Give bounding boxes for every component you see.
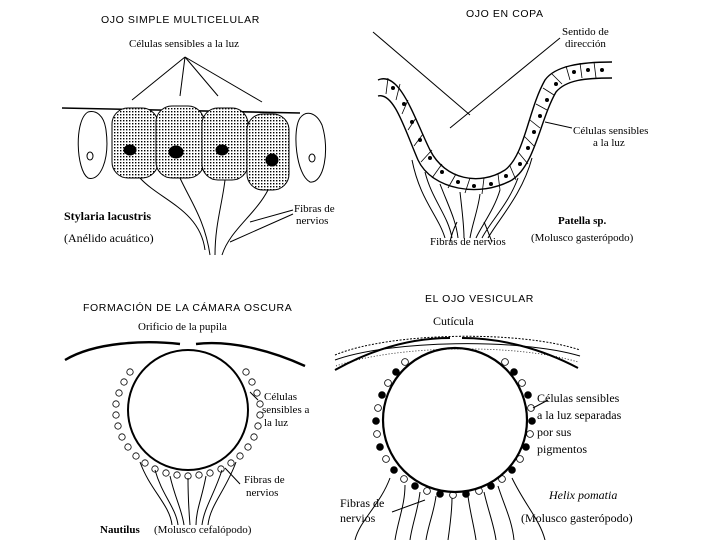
vesicular-eye-nerves-1: Fibras de: [340, 496, 385, 510]
simple-eye-drawing: [61, 56, 327, 256]
simple-eye-title: OJO SIMPLE MULTICELULAR: [101, 14, 260, 26]
cup-eye-title: OJO EN COPA: [466, 8, 544, 20]
cup-eye-cells-1: Células sensibles: [573, 125, 649, 137]
camera-eye-cells-1: Células: [264, 391, 297, 403]
camera-eye-cells-2: sensibles a: [262, 404, 310, 416]
cup-eye-species: Patella sp.: [558, 215, 607, 227]
camera-eye-cells-3: la luz: [264, 417, 289, 429]
vesicular-eye-species: Helix pomatia: [549, 488, 618, 502]
camera-eye-nerves-1: Fibras de: [244, 474, 285, 486]
vesicular-eye-cells-2: a la luz separadas: [537, 408, 622, 422]
vesicular-eye-nerves-2: nervios: [340, 511, 376, 525]
vesicular-eye-cells-1: Células sensibles: [537, 391, 620, 405]
vesicular-eye-drawing: [334, 335, 581, 540]
vesicular-eye-group: (Molusco gasterópodo): [521, 511, 633, 525]
cup-eye-drawing: [372, 31, 613, 243]
vesicular-eye-cells-4: pigmentos: [537, 442, 587, 456]
vesicular-eye-cuticle: Cutícula: [433, 314, 474, 328]
cup-eye-group: (Molusco gasterópodo): [531, 232, 634, 244]
vesicular-eye-cells-3: por sus: [537, 425, 572, 439]
camera-eye-species: Nautilus: [100, 524, 140, 536]
camera-eye-nerves-2: nervios: [246, 487, 279, 499]
camera-eye-title: FORMACIÓN DE LA CÁMARA OSCURA: [83, 302, 293, 314]
simple-eye-nerves-label-2: nervios: [296, 215, 329, 227]
simple-eye-group: (Anélido acuático): [64, 231, 154, 245]
cup-eye-direction-1: Sentido de: [562, 26, 609, 38]
camera-eye-pupil: Orificio de la pupila: [138, 321, 227, 333]
simple-eye-nerves-label-1: Fibras de: [294, 203, 335, 215]
cup-eye-cells-2: a la luz: [593, 137, 625, 149]
simple-eye-species: Stylaria lacustris: [64, 209, 151, 223]
camera-eye-group: (Molusco cefalópodo): [154, 524, 252, 536]
simple-eye-cells-label: Células sensibles a la luz: [129, 38, 239, 50]
vesicular-eye-title: EL OJO VESICULAR: [425, 293, 534, 305]
cup-eye-direction-2: dirección: [565, 38, 606, 50]
cup-eye-nerves: Fibras de nervios: [430, 236, 506, 248]
camera-eye-drawing: [64, 341, 306, 526]
